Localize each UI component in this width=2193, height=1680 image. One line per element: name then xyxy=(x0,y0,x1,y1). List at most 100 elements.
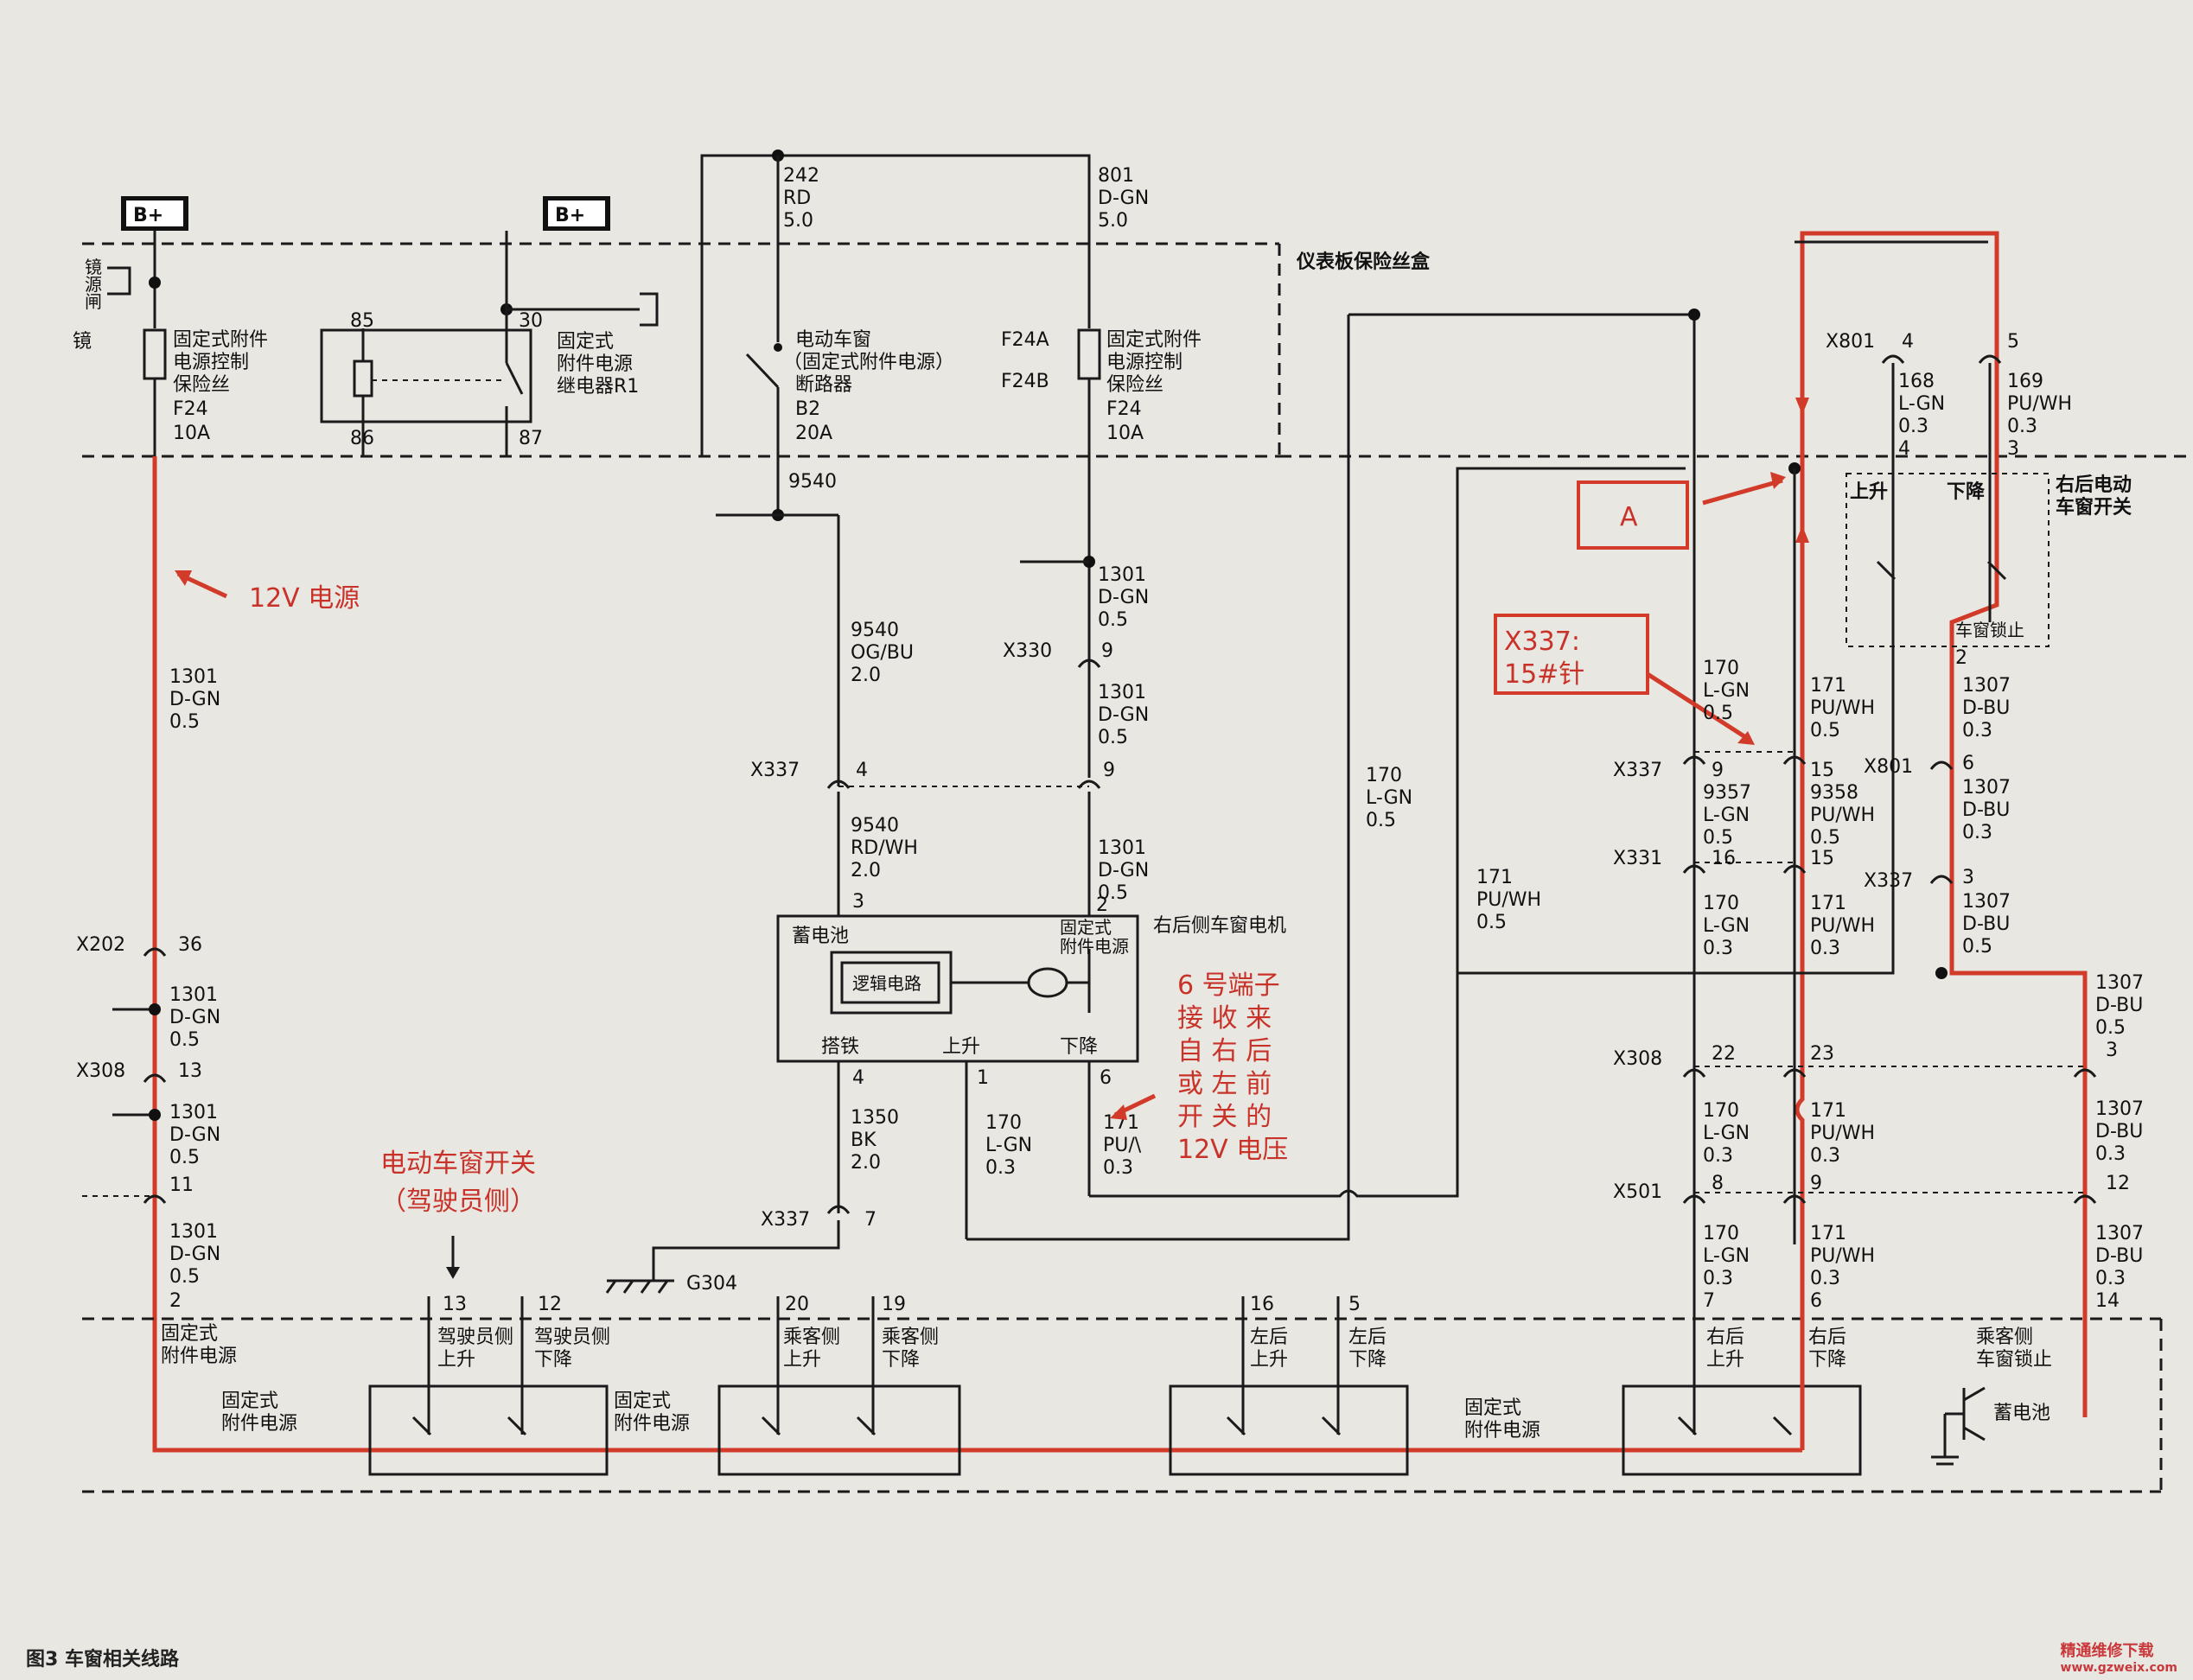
breaker-line3: 断路器 xyxy=(795,374,852,396)
w171-4-color: PU/WH xyxy=(1810,1245,1875,1267)
watermark: 精通维修下载 www.gzweix.com xyxy=(2061,1639,2177,1675)
wire-9540-size: 2.0 xyxy=(851,665,881,686)
left-w2-size: 0.5 xyxy=(169,1029,200,1051)
lr-up-1: 左后 xyxy=(1250,1327,1288,1348)
motor-fixed-1: 固定式 xyxy=(1060,917,1112,938)
wire-1350-color: BK xyxy=(851,1130,877,1151)
rh-x501-p9: 9 xyxy=(1810,1173,1822,1194)
left-w2-num: 1301 xyxy=(169,984,218,1006)
w171-3-num: 171 xyxy=(1810,1100,1846,1122)
wire-242-color: RD xyxy=(783,188,811,209)
w1307-3-size: 0.5 xyxy=(1962,936,1992,958)
w171-3-color: PU/WH xyxy=(1810,1123,1875,1144)
wire-1301a-color: D-GN xyxy=(1098,587,1149,608)
wire-1350-size: 2.0 xyxy=(851,1152,881,1174)
junction-dot xyxy=(1688,309,1700,321)
switch-lock-label: 车窗锁止 xyxy=(1955,620,2024,640)
w170-3-color: L-GN xyxy=(1703,1123,1750,1144)
w168-pin: 4 xyxy=(1898,438,1910,460)
right-rear-switch-box xyxy=(1622,1384,1862,1476)
annotation-pin6-1: 6 号端子 xyxy=(1177,970,1280,1001)
w1307-3-num: 1307 xyxy=(1962,891,2011,913)
w170-1-num: 170 xyxy=(1703,658,1739,679)
annotation-switch-1: 电动车窗开关 xyxy=(380,1149,536,1179)
left-w3-num: 1301 xyxy=(169,1102,218,1123)
wire-801-color: D-GN xyxy=(1098,188,1149,209)
wire-170-route xyxy=(966,315,1350,1241)
fuse-f24a: F24A xyxy=(1001,329,1049,351)
w9358-size: 0.5 xyxy=(1810,827,1840,849)
left-w1-color: D-GN xyxy=(169,689,220,710)
w1307-6-pin: 14 xyxy=(2095,1290,2120,1312)
x801-pin5: 5 xyxy=(2007,331,2019,353)
wire-170long-color: L-GN xyxy=(1366,787,1412,809)
connector-mark xyxy=(2073,1194,2097,1204)
left-fragment-4: 镜 xyxy=(73,331,92,353)
rr-down-2: 下降 xyxy=(1808,1349,1846,1371)
g304-label: G304 xyxy=(686,1273,737,1295)
driver-up-2: 上升 xyxy=(437,1349,475,1371)
x337b-pin: 7 xyxy=(864,1209,877,1231)
wire-1301a-num: 1301 xyxy=(1098,564,1146,586)
junction-dot xyxy=(149,1109,161,1121)
left-fragment-3: 闸 xyxy=(85,291,102,312)
left-fragment-2: 源 xyxy=(85,274,102,295)
left-w3-size: 0.5 xyxy=(169,1147,200,1168)
w1307-5-pin: 12 xyxy=(2106,1173,2130,1194)
rh-x501: X501 xyxy=(1613,1181,1662,1203)
fuse-right-line3: 保险丝 xyxy=(1106,374,1163,396)
wire-9540-num: 9540 xyxy=(851,620,899,641)
rh-x337-p9: 9 xyxy=(1712,760,1724,781)
motor-ground: 搭铁 xyxy=(821,1036,859,1058)
module-fixed-c-1: 固定式 xyxy=(1464,1397,1521,1419)
rh-x801b: X801 xyxy=(1864,756,1913,778)
w1307-2-color: D-BU xyxy=(1962,799,2010,821)
passenger-switch-box xyxy=(717,1384,961,1476)
bplus-left: B+ xyxy=(121,196,188,231)
w171-1-num: 171 xyxy=(1810,675,1846,697)
ground-wire xyxy=(652,1220,840,1281)
left-w4-color: D-GN xyxy=(169,1244,220,1265)
motor-pin6: 6 xyxy=(1100,1067,1112,1089)
x337a-label: X337 xyxy=(750,760,800,781)
w171-2-num: 171 xyxy=(1810,893,1846,914)
pass-down-switch xyxy=(856,1416,877,1436)
left-w3-color: D-GN xyxy=(169,1124,220,1146)
w9358-num: 9358 xyxy=(1810,782,1858,804)
relay-pin-85: 85 xyxy=(350,310,374,332)
annotation-pin6-2: 接 收 来 xyxy=(1177,1003,1272,1034)
red-signal-path xyxy=(1795,231,2088,1450)
switch-return-wire xyxy=(1457,622,1895,975)
wire-170long-num: 170 xyxy=(1366,765,1402,786)
w170-2-color: L-GN xyxy=(1703,915,1750,937)
w1307-3-color: D-BU xyxy=(1962,913,2010,935)
wire-170mid-size: 0.3 xyxy=(985,1157,1016,1179)
w170-3-num: 170 xyxy=(1703,1100,1739,1122)
w1307-2-num: 1307 xyxy=(1962,777,2011,799)
pass-up-1: 乘客侧 xyxy=(783,1327,840,1348)
arrowhead xyxy=(1795,398,1809,415)
annotation-x337-1: X337: xyxy=(1504,627,1580,657)
connector-mark xyxy=(1782,864,1807,874)
rear-right-window-motor xyxy=(776,914,1139,1063)
w1307-6-color: D-BU xyxy=(2095,1245,2143,1267)
w1307-2-size: 0.3 xyxy=(1962,822,1992,843)
relay-r1 xyxy=(320,231,659,456)
fuse-left-line3: 保险丝 xyxy=(173,374,230,396)
arrowhead xyxy=(1737,731,1755,745)
annotation-switch-2: （驾驶员侧） xyxy=(380,1187,536,1217)
rr-up-1: 右后 xyxy=(1706,1327,1744,1348)
lr-down-pin: 5 xyxy=(1348,1294,1361,1315)
annotation-pin6-4: 或 左 前 xyxy=(1177,1069,1272,1099)
fuse-f24-left xyxy=(143,328,167,380)
annotation-x337-2: 15#针 xyxy=(1504,659,1584,690)
x308-label: X308 xyxy=(76,1060,125,1082)
pass-down-pin: 19 xyxy=(882,1294,906,1315)
fuse-left-rating: 10A xyxy=(173,423,210,444)
left-w4-size: 0.5 xyxy=(169,1266,200,1288)
x801-label: X801 xyxy=(1826,331,1875,353)
annotation-pin6-5: 开 关 的 xyxy=(1177,1102,1272,1132)
switch-down-label: 下降 xyxy=(1947,481,1986,503)
red-power-path-bottom xyxy=(152,456,1802,1453)
